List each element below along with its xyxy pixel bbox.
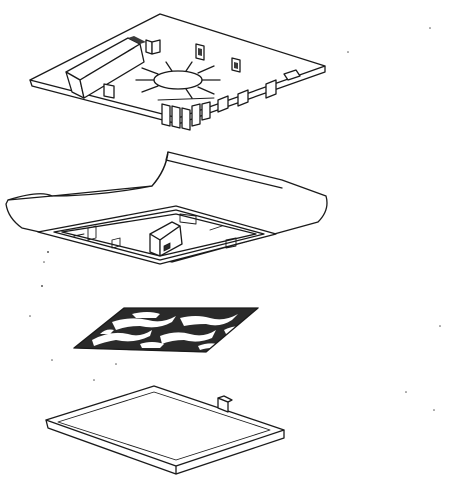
cover-latch-top [217,395,233,403]
cover-face [45,385,285,467]
inner-bracket-hole [163,242,171,252]
hanging-baffles [157,97,215,131]
inner-line-1 [209,225,223,231]
filter-outline [73,307,259,353]
housing-rim-right [165,151,283,189]
left-bracket-line [85,47,135,77]
top-plate-face [29,13,326,119]
inner-clip-3 [179,213,197,225]
bottom-cover [45,385,285,475]
scan-specks [29,27,441,411]
flap-4 [103,83,115,99]
tab-1-side [151,39,161,55]
left-bracket-cap [128,36,146,44]
filter-texture [92,312,240,350]
fan-hub [153,70,203,90]
tab-3-slot [234,62,238,69]
cover-inner-line [57,391,271,461]
inner-clip-2 [111,237,121,249]
tab-1 [145,39,153,55]
filter-media [72,307,260,353]
tab-4 [283,69,301,81]
flap-3 [265,79,277,99]
tab-2-slot [198,48,202,56]
housing-opening [61,213,257,257]
housing [5,151,328,265]
inner-clip-1 [87,225,97,241]
flap-1 [217,95,229,113]
inner-line-2 [73,233,85,237]
fan-rays [135,61,221,99]
inner-clip-4 [225,237,237,249]
housing-rim-left [7,193,53,201]
top-plate [29,13,326,131]
flap-2 [237,89,249,107]
housing-rim-front [51,185,153,197]
